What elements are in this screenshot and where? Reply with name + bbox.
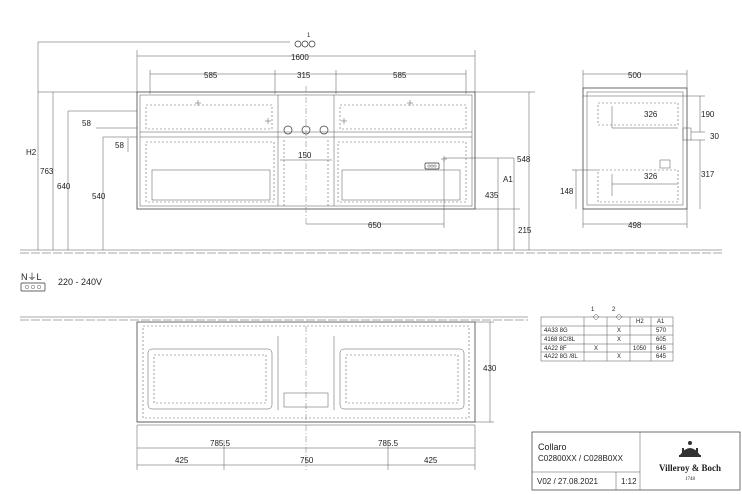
dim-548: 548 xyxy=(517,155,531,164)
table-header-h2: H2 xyxy=(636,319,644,325)
dim-side-depth-top: 500 xyxy=(628,71,642,80)
dim-435: 435 xyxy=(485,191,499,200)
dim-top-785-right: 785.5 xyxy=(378,439,399,448)
electrical-symbols: N⏚L xyxy=(21,272,42,282)
svg-text:1050: 1050 xyxy=(633,346,647,352)
svg-text:X: X xyxy=(617,328,621,334)
dim-right-width: 585 xyxy=(393,71,407,80)
dim-640: 640 xyxy=(57,182,71,191)
dim-side-30: 30 xyxy=(710,132,719,141)
dim-650: 650 xyxy=(368,221,382,230)
dim-side-326-top: 326 xyxy=(644,110,658,119)
dim-overall-width: 1600 xyxy=(291,53,309,62)
dim-middle-width: 315 xyxy=(297,71,311,80)
table-header-a1: A1 xyxy=(657,319,665,325)
dim-763: 763 xyxy=(40,167,54,176)
svg-text:4168 8C/8L: 4168 8C/8L xyxy=(544,337,576,343)
dim-side-190: 190 xyxy=(701,110,715,119)
dim-540: 540 xyxy=(92,192,106,201)
table-header-2: 2 xyxy=(612,307,616,313)
svg-text:570: 570 xyxy=(656,328,667,334)
product-name: Collaro xyxy=(538,442,567,452)
brand-logo-icon xyxy=(679,441,701,457)
front-view: 1 1600 585 315 585 H2 763 640 540 58 58 xyxy=(26,33,535,250)
dim-150: 150 xyxy=(298,151,312,160)
table-header-1: 1 xyxy=(591,307,595,313)
dim-top-425-right: 425 xyxy=(424,456,438,465)
top-basin-left xyxy=(147,348,273,410)
dim-58-bottom: 58 xyxy=(115,141,124,150)
dim-side-148: 148 xyxy=(560,187,574,196)
title-block: Collaro C02800XX / C028B0XX V02 / 27.08.… xyxy=(531,431,741,491)
version-date: V02 / 27.08.2021 xyxy=(537,477,598,486)
table-row: 4168 8C/8L X 605 xyxy=(544,337,667,343)
dim-top-785-left: 785.5 xyxy=(210,439,231,448)
dim-top-430: 430 xyxy=(483,364,497,373)
svg-text:645: 645 xyxy=(656,354,667,360)
dim-side-326-bottom: 326 xyxy=(644,172,658,181)
table-row: 4A22 8G /8L X 645 xyxy=(544,354,667,360)
product-codes: C02800XX / C028B0XX xyxy=(538,454,624,463)
svg-text:4A22 8G /8L: 4A22 8G /8L xyxy=(544,354,578,360)
drawing-scale: 1:12 xyxy=(621,477,637,486)
dim-side-depth-bottom: 498 xyxy=(628,221,642,230)
top-view: 430 785.5 785.5 425 750 425 xyxy=(20,316,528,470)
marker-1-label: 1 xyxy=(307,33,311,39)
dim-side-317: 317 xyxy=(701,170,715,179)
variant-1-icon xyxy=(592,313,600,321)
dim-a1: A1 xyxy=(503,175,513,184)
dim-top-425-left: 425 xyxy=(175,456,189,465)
svg-text:X: X xyxy=(617,354,621,360)
faucet-hole-marker-left xyxy=(294,40,302,48)
dim-top-750: 750 xyxy=(300,456,314,465)
svg-text:4A33 8G: 4A33 8G xyxy=(544,328,568,334)
svg-text:645: 645 xyxy=(656,346,667,352)
variant-table: 1 2 H2 A1 4A33 8G X 570 4168 8C/8L X 605… xyxy=(540,307,674,362)
variant-2-icon xyxy=(615,313,623,321)
side-cabinet-outline xyxy=(582,87,688,210)
brand-year: 1748 xyxy=(685,477,696,482)
socket-symbol-icon xyxy=(20,282,46,292)
svg-text:605: 605 xyxy=(656,337,667,343)
faucet-hole-marker-right xyxy=(308,40,316,48)
electrical-info: N⏚L 220 - 240V xyxy=(20,272,102,292)
table-row: 4A22 8F X 1050 645 xyxy=(544,346,667,352)
dim-left-width: 585 xyxy=(204,71,218,80)
svg-text:X: X xyxy=(594,346,598,352)
drain-circle-left xyxy=(283,125,293,135)
svg-text:4A22 8F: 4A22 8F xyxy=(544,346,567,352)
top-basin-right xyxy=(339,348,465,410)
dim-h2: H2 xyxy=(26,148,37,157)
floor-line-top xyxy=(20,249,722,254)
electrical-voltage: 220 - 240V xyxy=(58,277,102,287)
table-row: 4A33 8G X 570 xyxy=(544,328,667,334)
faucet-hole-marker-center xyxy=(301,40,309,48)
dim-215: 215 xyxy=(518,226,532,235)
side-view: 500 498 326 326 190 30 317 148 xyxy=(560,70,719,230)
drain-circle-right xyxy=(319,125,329,135)
socket-icon xyxy=(424,162,440,170)
dim-58-top: 58 xyxy=(82,119,91,128)
brand-name: Villeroy & Boch xyxy=(659,463,721,473)
svg-text:X: X xyxy=(617,337,621,343)
